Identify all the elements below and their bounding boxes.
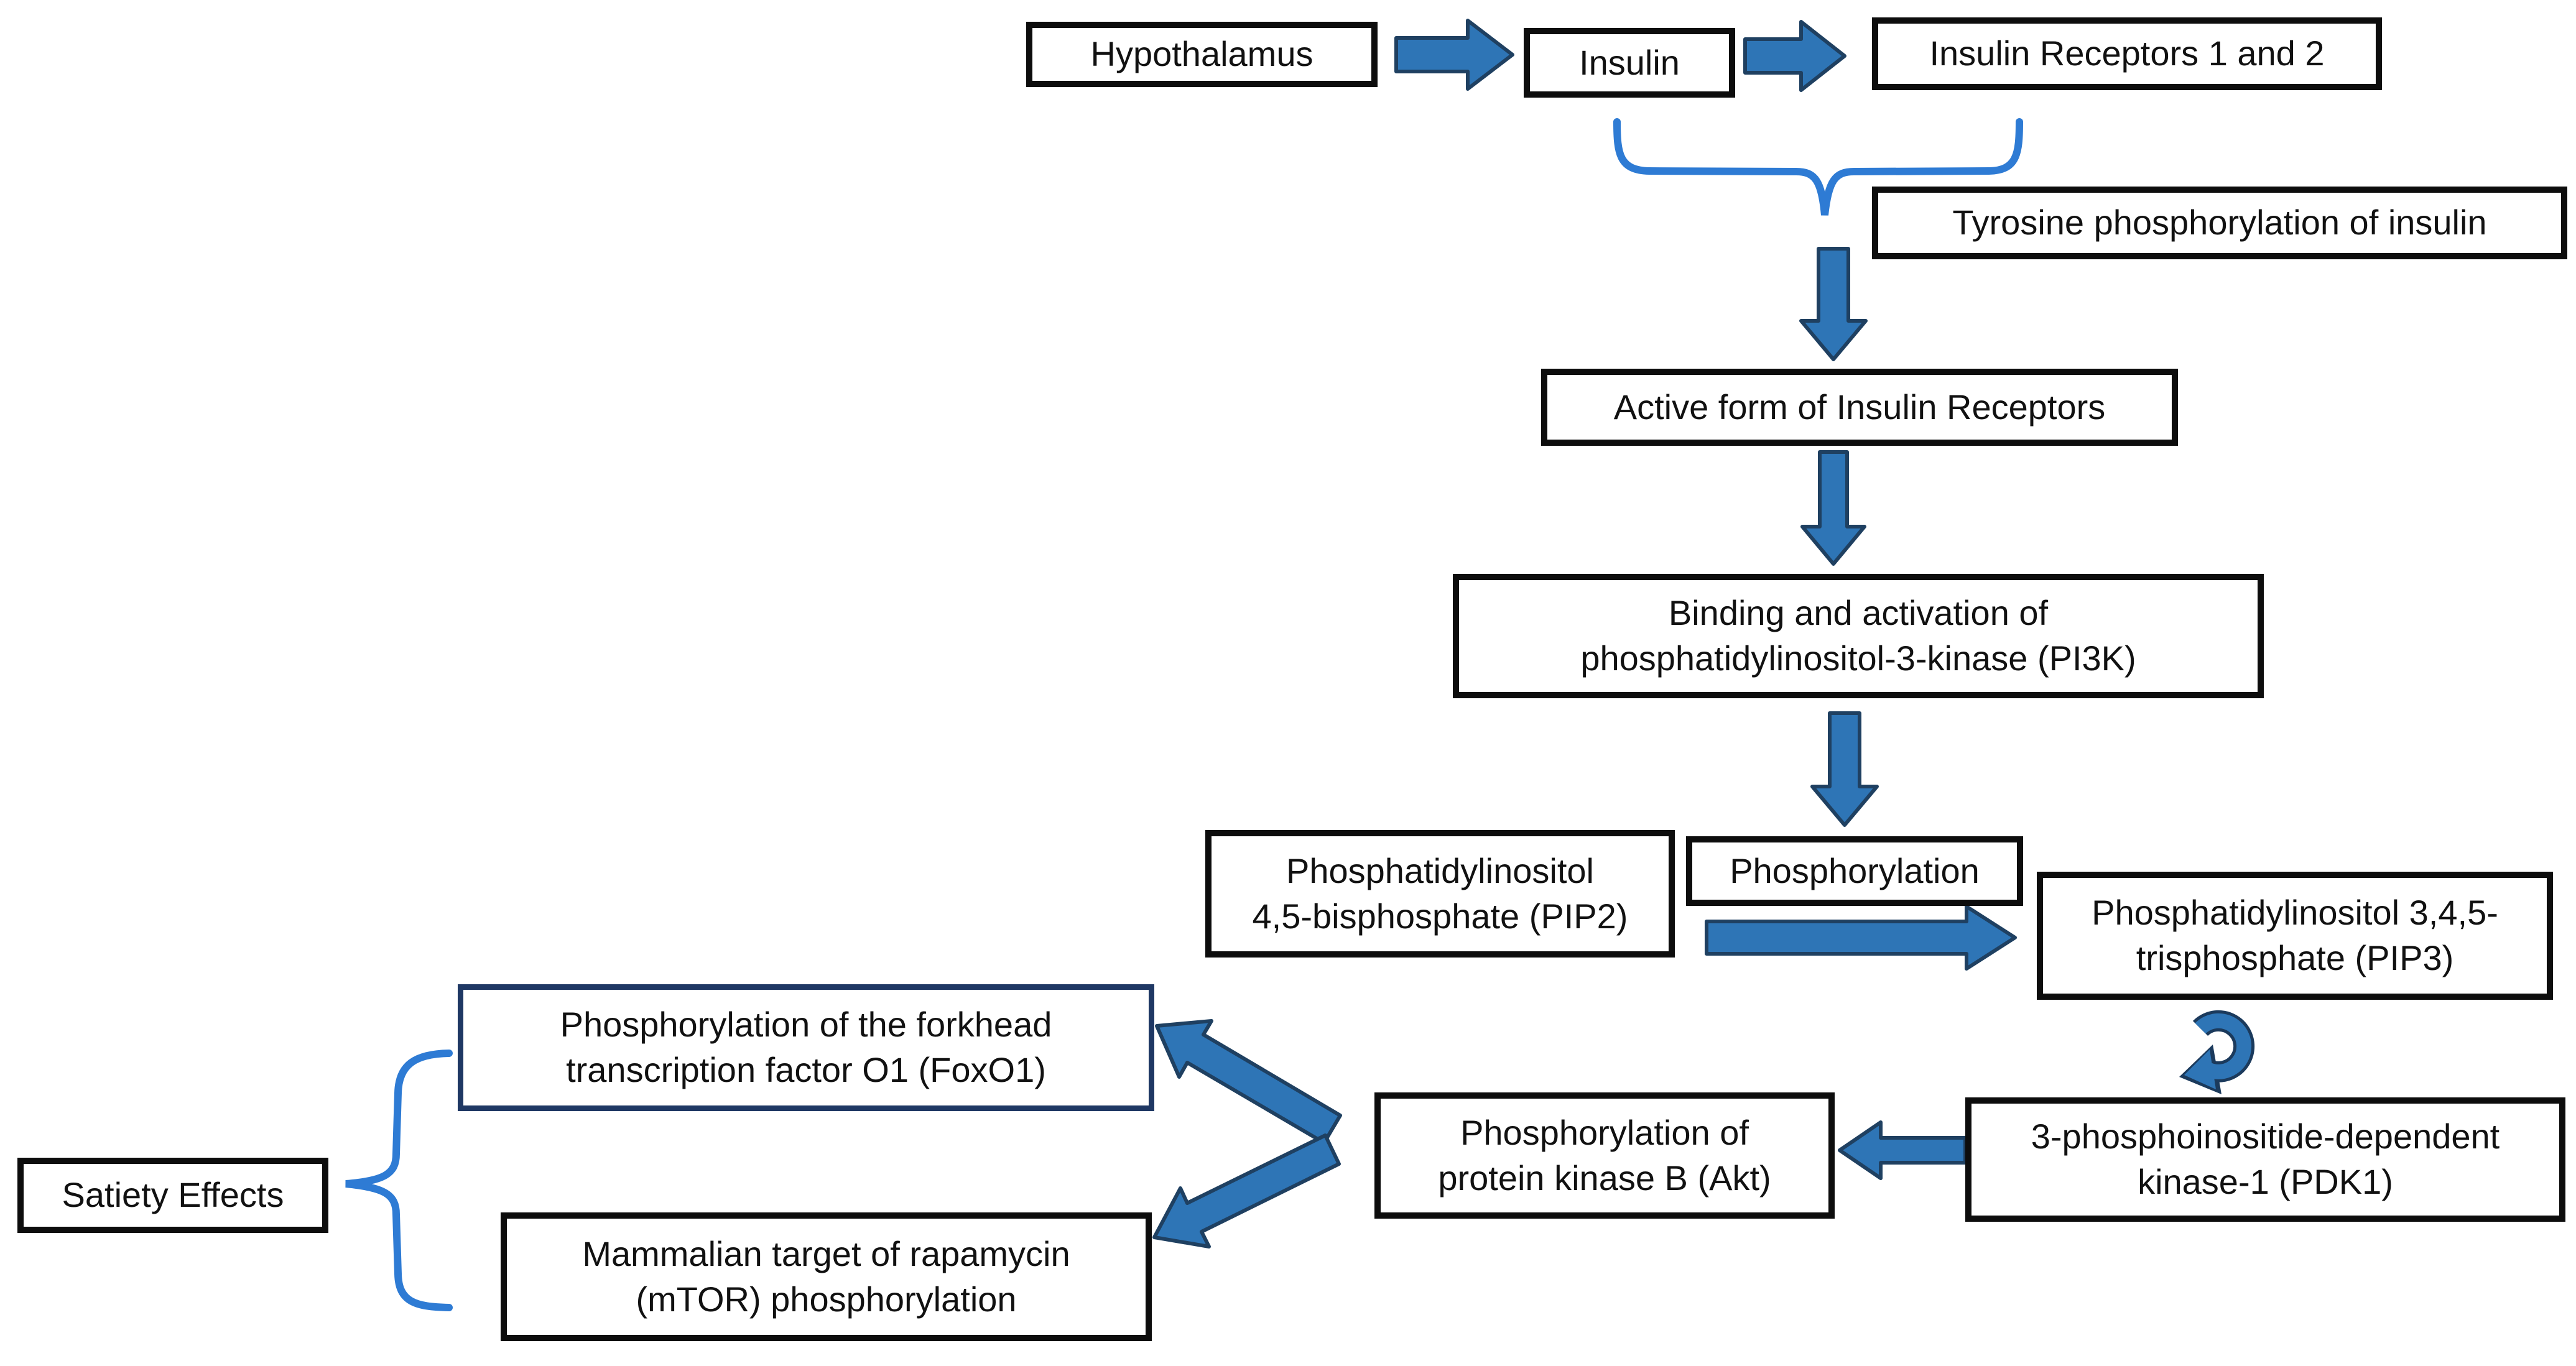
arrow-pip2-to-pip3 [1705,905,2017,971]
brace-satiety-effects [345,1050,453,1311]
arrow-pdk1-to-akt [1838,1120,1967,1180]
curved-arrow-pip3-to-pdk1 [2179,1010,2255,1094]
arrow-insulin-to-receptors [1743,20,1846,92]
node-foxo1: Phosphorylation of the forkhead transcri… [458,984,1154,1111]
brace-insulin-receptors [1613,118,2023,216]
node-hypothalamus: Hypothalamus [1026,22,1378,87]
node-pdk1: 3-phosphoinositide-dependent kinase-1 (P… [1965,1097,2565,1222]
node-insulin-receptors: Insulin Receptors 1 and 2 [1872,17,2382,90]
node-satiety-effects: Satiety Effects [17,1158,328,1233]
node-tyrosine-phosphorylation: Tyrosine phosphorylation of insulin [1872,187,2567,259]
node-insulin: Insulin [1524,28,1735,98]
arrow-binding-to-phosphorylation [1810,711,1879,827]
arrow-hypothalamus-to-insulin [1394,19,1514,91]
arrow-active-to-binding [1800,450,1866,566]
node-binding-pi3k: Binding and activation of phosphatidylin… [1453,574,2264,698]
arrow-akt-to-foxo1 [1155,1019,1342,1145]
arrow-down-to-active-form [1799,247,1868,361]
node-mtor: Mammalian target of rapamycin (mTOR) pho… [501,1212,1152,1341]
node-active-form: Active form of Insulin Receptors [1541,369,2178,446]
node-pip2: Phosphatidylinositol 4,5-bisphosphate (P… [1205,830,1675,958]
node-akt: Phosphorylation of protein kinase B (Akt… [1374,1092,1835,1219]
arrow-akt-to-mtor [1152,1133,1341,1248]
node-pip3: Phosphatidylinositol 3,4,5- trisphosphat… [2037,872,2553,1000]
node-phosphorylation: Phosphorylation [1686,836,2023,906]
